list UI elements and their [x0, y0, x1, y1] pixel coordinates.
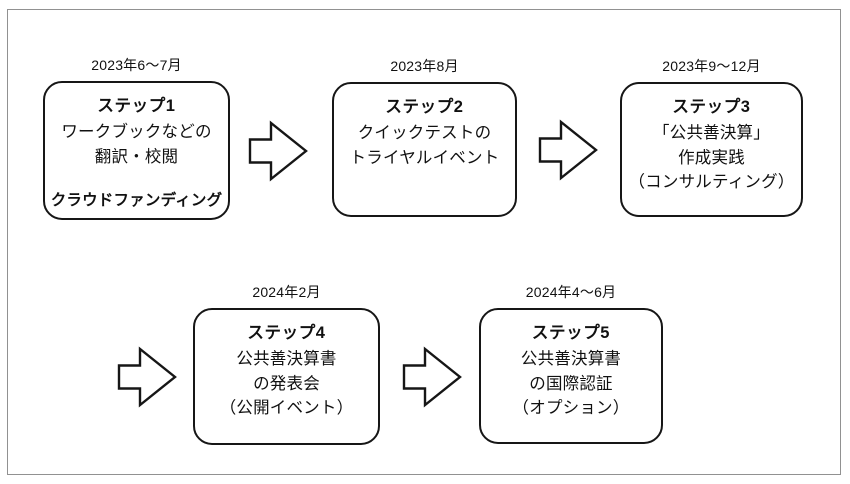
step-1-date: 2023年6〜7月: [91, 57, 182, 73]
step-3-line: 「公共善決算」: [653, 124, 770, 142]
step-2-date: 2023年8月: [390, 58, 459, 74]
step-1-line: 翻訳・校閲: [94, 147, 179, 166]
step-1-line: ワークブックなどの: [61, 123, 212, 141]
step-3-line: 作成実践: [678, 148, 745, 167]
step-2-line: トライヤルイベント: [349, 148, 500, 167]
arrow-right-icon: [248, 120, 308, 182]
step-4-line: 公共善決算書: [236, 350, 337, 368]
arrow-right-icon: [402, 346, 462, 408]
step-1-title: ステップ1: [97, 97, 176, 115]
step-1-box: 2023年6〜7月 ステップ1 ワークブックなどの 翻訳・校閲 クラウドファンデ…: [43, 57, 230, 220]
diagram-border: [7, 9, 841, 475]
step-5-line: の国際認証: [529, 374, 613, 393]
step-2-box: 2023年8月 ステップ2 クイックテストの トライヤルイベント: [332, 58, 517, 217]
step-5-box: 2024年4〜6月 ステップ5 公共善決算書 の国際認証 （オプション）: [479, 284, 663, 444]
step-4-line: （公開イベント）: [219, 399, 354, 417]
step-2-line: クイックテストの: [357, 124, 492, 142]
step-4-date: 2024年2月: [252, 284, 321, 300]
step-4-line: の発表会: [253, 374, 320, 393]
step-1-footer: クラウドファンディング: [50, 192, 223, 209]
step-4-title: ステップ4: [247, 324, 326, 342]
arrow-right-icon: [538, 119, 598, 181]
step-3-title: ステップ3: [672, 98, 751, 116]
step-5-date: 2024年4〜6月: [525, 284, 617, 300]
step-2-title: ステップ2: [385, 98, 464, 116]
step-3-line: （コンサルティング）: [628, 173, 795, 191]
step-4-box: 2024年2月 ステップ4 公共善決算書 の発表会 （公開イベント）: [193, 284, 380, 445]
step-5-line: （オプション）: [512, 399, 630, 417]
step-5-line: 公共善決算書: [520, 350, 622, 368]
step-3-box: 2023年9〜12月 ステップ3 「公共善決算」 作成実践 （コンサルティング）: [620, 58, 803, 217]
arrow-right-icon: [117, 346, 177, 408]
step-5-title: ステップ5: [531, 324, 611, 342]
step-3-date: 2023年9〜12月: [662, 58, 761, 74]
